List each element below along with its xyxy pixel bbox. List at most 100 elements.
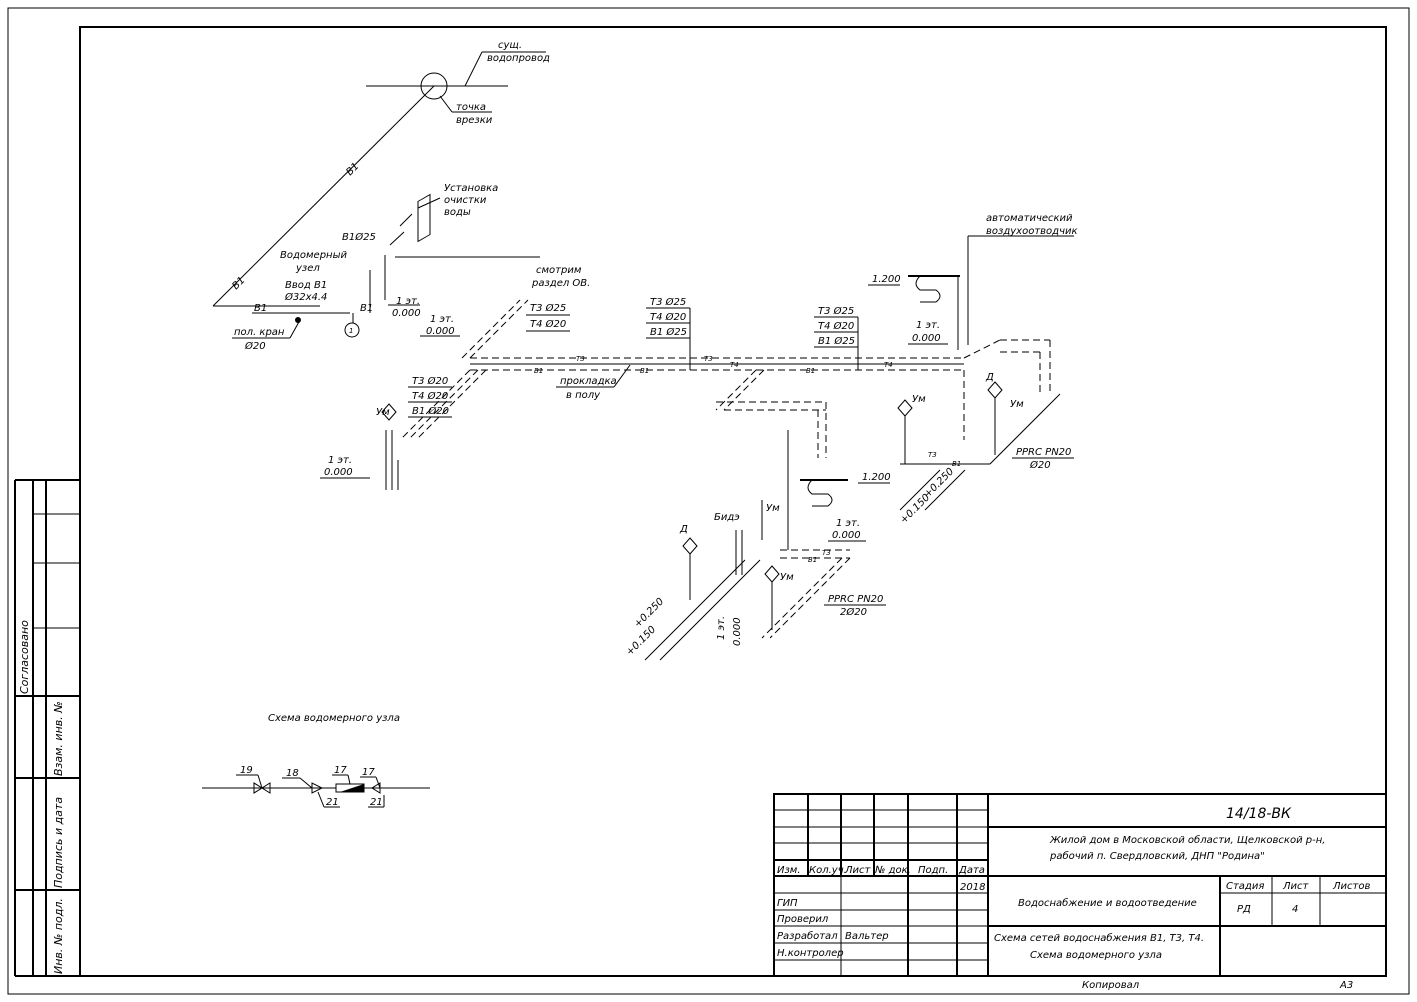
lbl-see-2: раздел ОВ. (531, 278, 590, 289)
tb-sheet: 4 (1292, 904, 1298, 915)
lbl-um-d: Ум (766, 503, 780, 514)
fixture-bottom-um (764, 565, 780, 583)
lbl-t3-25-b: Т3 Ø25 (650, 296, 686, 308)
lbl-t3-main-b: Т3 (704, 355, 713, 363)
towel-dryer-top (908, 275, 960, 350)
tb-hdr-izm: Изм. (777, 865, 801, 876)
fixture-right-d (987, 381, 1003, 399)
meter-node-circle (344, 322, 360, 338)
meter-scheme (202, 774, 430, 808)
tb-role-gip: ГИП (777, 898, 798, 909)
tb-hdr-list: Лист (844, 865, 872, 876)
side-inv-replace: Взам. инв. № (52, 701, 65, 776)
lbl-inlet-d: Ø32х4.4 (284, 291, 327, 303)
lbl-t4-20-b: Т4 Ø20 (650, 311, 686, 323)
tb-hdr-kol: Кол.уч. (809, 865, 847, 876)
lbl-meter-scheme: Схема водомерного узла (268, 713, 400, 724)
fixture-bottom-d (682, 537, 698, 555)
side-sign-date: Подпись и дата (52, 797, 65, 888)
lbl-tap-2: врезки (456, 115, 493, 126)
lbl-t4-20-d: Т4 Ø20 (412, 390, 448, 402)
lbl-t4-main-b: Т4 (884, 361, 893, 369)
lbl-b1-riser: В1 (360, 303, 373, 314)
tb-hdr-sign: Подп. (918, 865, 948, 876)
tb-stage: РД (1237, 904, 1251, 915)
tb-doc-code: 14/18-ВК (1226, 806, 1292, 822)
tap-valve-dot (295, 317, 301, 323)
tb-hdr-doc: № док. (874, 865, 911, 876)
lbl-treatment-1: Установка (444, 183, 498, 194)
lbl-air-vent-1: автоматический (986, 213, 1073, 224)
lbl-t4-20-c: Т4 Ø20 (818, 320, 854, 332)
lbl-ppr-b: PPRC PN20 (828, 594, 883, 605)
lbl-zero-d: 0.000 (912, 333, 941, 344)
lbl-b1-25-b: В1 Ø25 (650, 326, 687, 338)
lbl-zero-f: 0.000 (732, 617, 743, 646)
tb-sheets-label: Листов (1332, 881, 1370, 892)
tb-year: 2018 (960, 882, 985, 893)
lbl-b1-diag2: В1 (230, 275, 247, 292)
lbl-n21-a: 21 (326, 797, 339, 808)
existing-main (212, 51, 546, 314)
lbl-meter-2: узел (295, 263, 320, 274)
towel-dryer-bottom (787, 430, 848, 550)
lbl-floor-e: 1 эт. (836, 518, 860, 529)
tb-sheet-title1: Схема сетей водоснабжения В1, Т3, Т4. (994, 932, 1204, 944)
lbl-t3-20: Т3 Ø20 (412, 375, 448, 387)
lbl-n19: 19 (240, 765, 253, 776)
lbl-b1-diag1: В1 (344, 161, 361, 178)
title-block: Изм. Кол.уч. Лист № док. Подп. Дата 2018… (773, 793, 1387, 977)
tb-role-norm: Н.контролер (777, 948, 844, 959)
tb-sheet-title2: Схема водомерного узла (1030, 950, 1162, 961)
lbl-b1-bottom: В1 (808, 556, 817, 564)
treatment-unit (384, 193, 540, 300)
frame-copied: Копировал (1082, 980, 1140, 991)
lbl-h1200-b: 1.200 (862, 472, 891, 483)
lbl-node-no: 1 (349, 327, 353, 335)
lbl-b1-main-b: В1 (640, 367, 649, 375)
lbl-b1-25: В1Ø25 (342, 231, 376, 243)
lbl-d-a: Д (985, 372, 994, 383)
lbl-treatment-3: воды (444, 207, 471, 218)
lbl-b1-20: В1 Ø20 (412, 405, 449, 417)
lbl-t3-bottom: Т3 (822, 549, 831, 557)
frame-format: A3 (1339, 980, 1353, 991)
lbl-n17-a: 17 (334, 765, 347, 776)
lbl-p150-b: +0.150 (624, 624, 658, 658)
outer-frame (7, 7, 1410, 995)
lbl-t3-right: Т3 (928, 451, 937, 459)
tb-developer: Вальтер (845, 931, 889, 942)
lbl-floor-d: 1 эт. (916, 320, 940, 331)
lbl-um-c: Ум (1010, 399, 1024, 410)
tb-object-line1: Жилой дом в Московской области, Щелковск… (1049, 834, 1325, 846)
lbl-air-vent-2: воздухоотводчик (986, 226, 1078, 237)
lbl-inlet: Ввод В1 (285, 280, 327, 291)
lbl-n18: 18 (286, 768, 299, 779)
main-run (399, 299, 1061, 465)
side-stamp: Согласовано Взам. инв. № Подпись и дата … (14, 479, 80, 977)
lbl-floor-f: 1 эт. (716, 616, 727, 640)
lbl-d2x20: 2Ø20 (840, 606, 867, 618)
lbl-t4-20-a: Т4 Ø20 (530, 318, 566, 330)
lbl-zero-c: 0.000 (324, 467, 353, 478)
lbl-bidet: Бидэ (714, 512, 740, 523)
lbl-floor-c: 1 эт. (328, 455, 352, 466)
lbl-h1200-a: 1.200 (872, 274, 901, 285)
lbl-d-b: Д (679, 524, 688, 535)
lbl-treatment-2: очистки (444, 195, 487, 206)
lbl-um-a: Ум (376, 407, 390, 418)
fixture-left (381, 403, 399, 490)
lbl-floor-b: 1 эт. (430, 314, 454, 325)
lbl-ppr-a: PPRC PN20 (1016, 447, 1071, 458)
tb-stage-label: Стадия (1226, 881, 1264, 892)
tb-section: Водоснабжение и водоотведение (1018, 897, 1197, 909)
lbl-n17-b: 17 (362, 767, 375, 778)
lbl-b1-main-a: В1 (534, 367, 543, 375)
lbl-tap-valve: пол. кран (234, 327, 285, 338)
tb-role-checked: Проверил (777, 914, 829, 925)
fixture-right-um (897, 399, 913, 417)
lbl-b1-main-c: В1 (806, 367, 815, 375)
lbl-b1-right: В1 (952, 460, 961, 468)
lbl-t3-main-a: Т3 (576, 355, 585, 363)
